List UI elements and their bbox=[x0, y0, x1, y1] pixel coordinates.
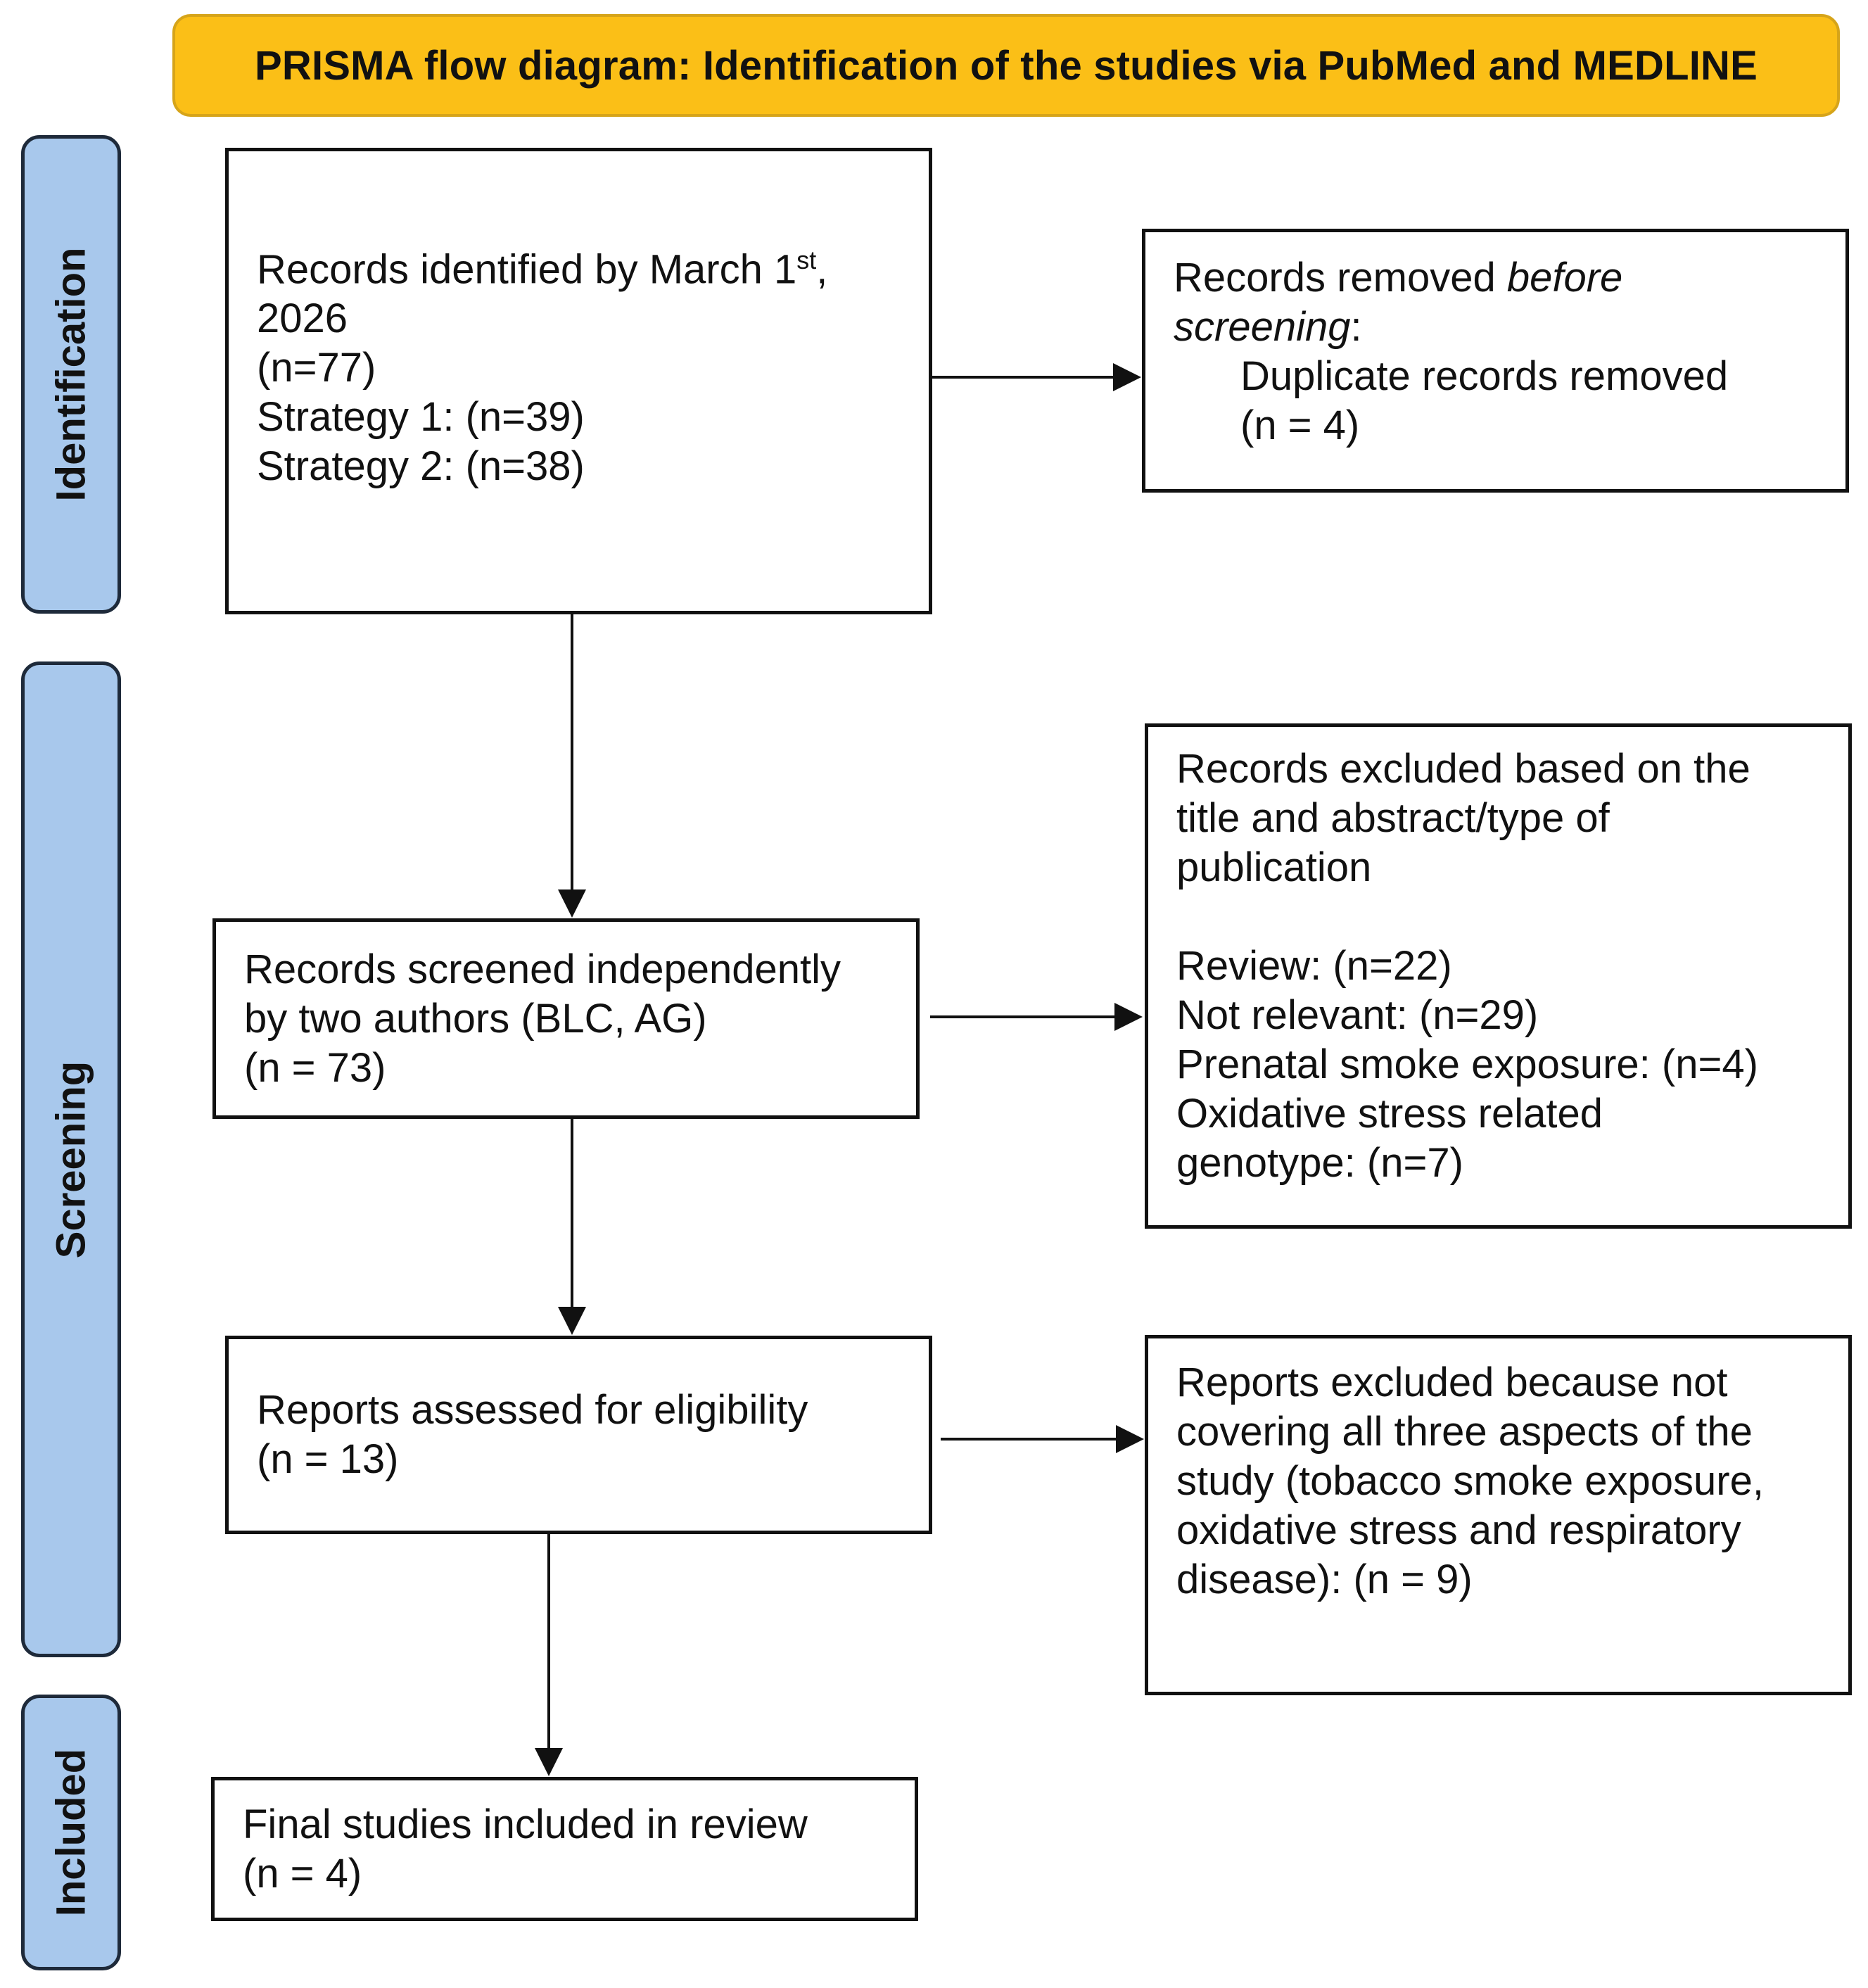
strategy-2-count: Strategy 2: (n=38) bbox=[257, 443, 585, 490]
records-removed-box: Records removed before screening: Duplic… bbox=[1142, 229, 1849, 493]
final-included-box: Final studies included in review (n = 4) bbox=[211, 1777, 918, 1921]
records-identified-count: (n=77) bbox=[257, 345, 376, 391]
strategy-1-count: Strategy 1: (n=39) bbox=[257, 394, 585, 441]
genotype-count: genotype: (n=7) bbox=[1176, 1140, 1463, 1186]
records-excluded-line1: Records excluded based on the bbox=[1176, 746, 1751, 792]
records-screened-count: (n = 73) bbox=[244, 1044, 386, 1091]
phase-screening: Screening bbox=[21, 661, 121, 1657]
records-identified-year: 2026 bbox=[257, 296, 348, 342]
reports-assessed-line1: Reports assessed for eligibility bbox=[257, 1387, 808, 1433]
records-removed-line1: Records removed before bbox=[1174, 253, 1817, 303]
records-excluded-line2: title and abstract/type of bbox=[1176, 795, 1610, 841]
prenatal-exposure-count: Prenatal smoke exposure: (n=4) bbox=[1176, 1042, 1758, 1087]
duplicate-records-count: (n = 4) bbox=[1240, 403, 1360, 448]
reports-assessed-box: Reports assessed for eligibility (n = 13… bbox=[225, 1336, 932, 1534]
not-relevant-count: Not relevant: (n=29) bbox=[1176, 992, 1539, 1038]
screening-text: screening bbox=[1174, 304, 1351, 350]
phase-identification: Identification bbox=[21, 135, 121, 614]
reports-excluded-box: Reports excluded because not covering al… bbox=[1145, 1335, 1852, 1695]
phase-included: Included bbox=[21, 1695, 121, 1970]
reports-assessed-count: (n = 13) bbox=[257, 1436, 399, 1482]
records-identified-text: Records identified by March 1 bbox=[257, 246, 797, 293]
final-included-count: (n = 4) bbox=[243, 1850, 362, 1897]
records-identified-line: Records identified by March 1st, bbox=[257, 236, 901, 294]
reports-excluded-count: disease): (n = 9) bbox=[1176, 1557, 1473, 1602]
before-text: before bbox=[1506, 255, 1623, 300]
reports-excluded-line1: Reports excluded because not bbox=[1176, 1360, 1728, 1405]
reports-excluded-line2: covering all three aspects of the bbox=[1176, 1409, 1753, 1455]
duplicate-records-label: Duplicate records removed bbox=[1240, 353, 1729, 399]
records-screened-box: Records screened independently by two au… bbox=[212, 918, 920, 1119]
reports-excluded-line3: study (tobacco smoke exposure, bbox=[1176, 1458, 1764, 1504]
final-included-line1: Final studies included in review bbox=[243, 1801, 808, 1847]
records-removed-text: Records removed bbox=[1174, 255, 1507, 300]
ordinal-suffix: st bbox=[796, 246, 817, 274]
records-removed-line2: screening: bbox=[1174, 303, 1817, 352]
colon: : bbox=[1350, 304, 1362, 350]
genotype-line1: Oxidative stress related bbox=[1176, 1091, 1603, 1137]
diagram-title: PRISMA flow diagram: Identification of t… bbox=[172, 14, 1840, 117]
records-excluded-box: Records excluded based on the title and … bbox=[1145, 723, 1852, 1229]
reports-excluded-line4: oxidative stress and respiratory bbox=[1176, 1507, 1741, 1553]
review-count: Review: (n=22) bbox=[1176, 943, 1452, 989]
records-screened-line1: Records screened independently bbox=[244, 946, 841, 992]
records-screened-line2: by two authors (BLC, AG) bbox=[244, 995, 707, 1042]
records-excluded-line3: publication bbox=[1176, 844, 1372, 890]
comma: , bbox=[816, 246, 828, 293]
records-identified-box: Records identified by March 1st, 2026 (n… bbox=[225, 148, 932, 614]
